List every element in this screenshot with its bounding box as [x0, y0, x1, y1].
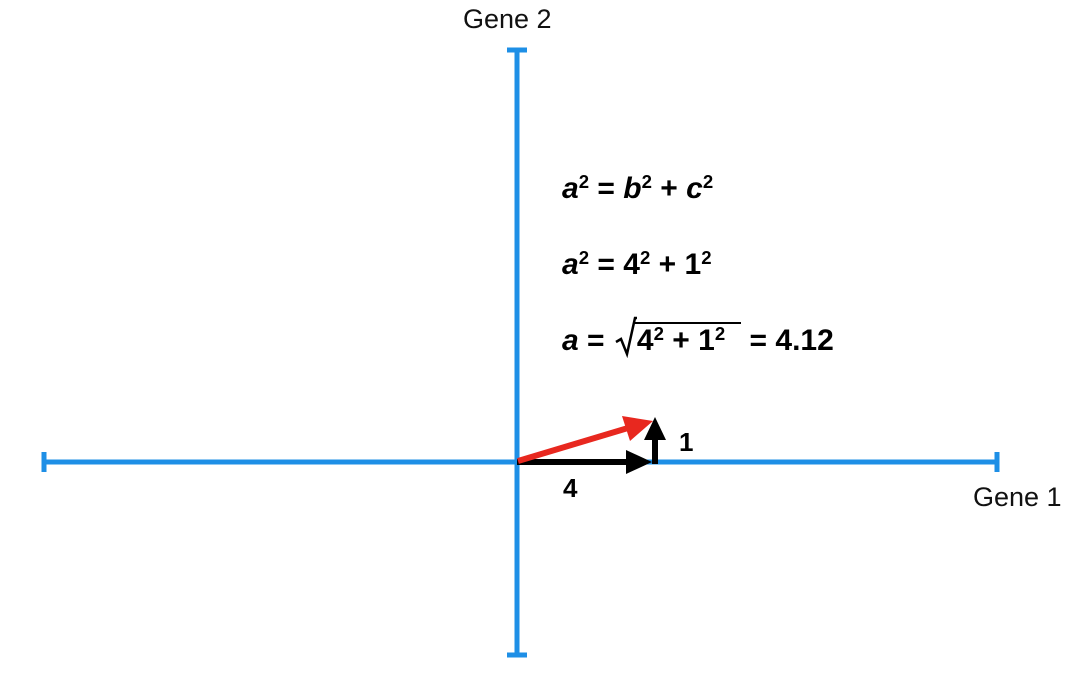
eq3-radicand-term2-exponent: 2 — [714, 322, 726, 344]
square-root: 42 + 12 — [615, 316, 742, 358]
eq2-plus: + — [658, 248, 677, 281]
equation-solution: a = 42 + 12 = 4.12 — [562, 316, 834, 358]
eq2-term1: 4 — [623, 248, 640, 281]
equation-pythagorean-substituted: a2 = 42 + 12 — [562, 246, 712, 281]
eq3-result-equals: = — [749, 324, 768, 357]
eq3-radicand-term2: 1 — [698, 324, 715, 357]
eq2-term1-exponent: 2 — [639, 246, 651, 268]
vector-hypotenuse-arrowhead — [622, 416, 653, 441]
eq1-plus: + — [660, 172, 678, 205]
eq1-term1-exponent: 2 — [641, 170, 652, 192]
eq1-equals: = — [597, 172, 615, 205]
eq3-radicand-term1-exponent: 2 — [653, 322, 664, 344]
vector-vertical-arrowhead — [644, 417, 666, 440]
y-axis-label: Gene 2 — [463, 4, 552, 34]
radicand: 42 + 12 — [634, 322, 742, 357]
eq2-lhs: a — [562, 248, 579, 281]
eq1-lhs-exponent: 2 — [578, 170, 590, 192]
vector-horizontal-arrowhead — [626, 450, 652, 474]
x-axis-label: Gene 1 — [973, 482, 1062, 512]
eq3-radicand-term1: 4 — [636, 324, 654, 357]
eq2-term2: 1 — [684, 248, 702, 281]
eq1-term2: c — [686, 172, 703, 205]
eq3-result: 4.12 — [775, 324, 834, 357]
eq1-lhs: a — [562, 172, 579, 205]
eq2-equals: = — [597, 248, 615, 281]
vector-vertical-label: 1 — [679, 427, 694, 457]
equation-pythagorean-general: a2 = b2 + c2 — [562, 170, 714, 205]
eq1-term2-exponent: 2 — [702, 170, 714, 192]
eq3-radicand-plus: + — [672, 324, 690, 357]
eq3-lhs: a — [562, 324, 579, 357]
eq1-term1: b — [623, 172, 642, 205]
vector-hypotenuse-shaft — [517, 425, 629, 464]
vector-horizontal-label: 4 — [563, 473, 578, 503]
radical-sign-icon — [615, 316, 637, 358]
eq3-equals: = — [587, 324, 605, 357]
eq2-term2-exponent: 2 — [701, 246, 712, 268]
eq2-lhs-exponent: 2 — [578, 246, 590, 268]
